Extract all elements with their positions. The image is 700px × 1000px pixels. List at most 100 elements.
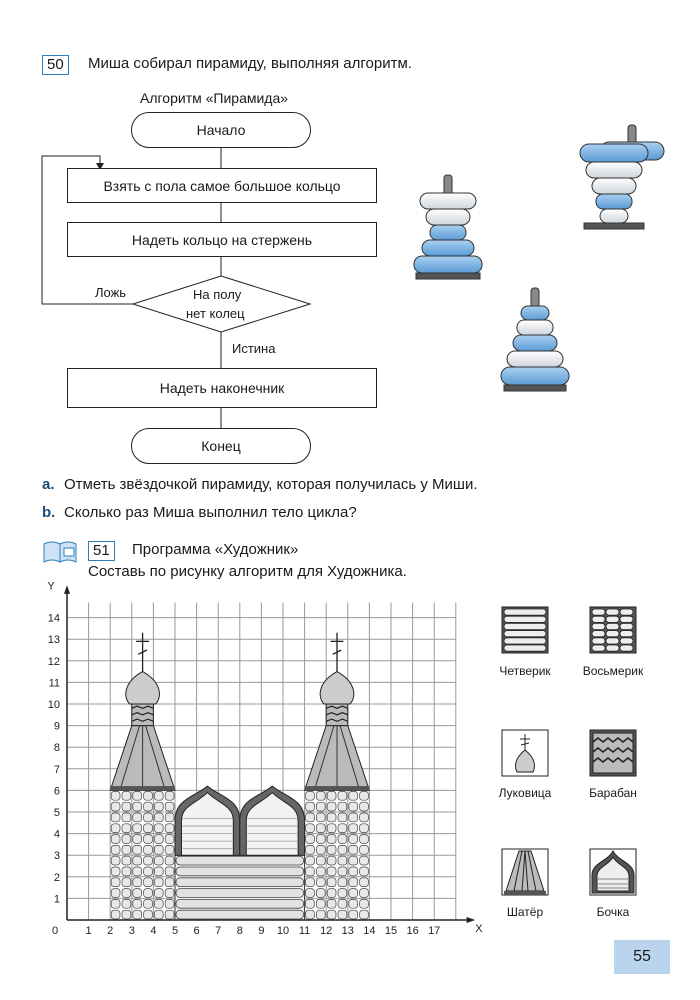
- log: [359, 812, 369, 823]
- legend-log: [591, 637, 606, 645]
- legend-shatyor-shape: [501, 848, 549, 896]
- shatyor-line: [313, 725, 335, 791]
- log: [305, 834, 315, 844]
- log: [359, 801, 369, 812]
- log: [143, 812, 153, 823]
- log: [348, 823, 358, 833]
- legend-log: [503, 622, 547, 630]
- legend-log: [619, 637, 634, 645]
- log: [337, 909, 348, 920]
- log: [110, 866, 121, 877]
- question-a: Отметь звёздочкой пирамиду, которая полу…: [64, 476, 478, 493]
- log: [175, 877, 304, 887]
- log: [154, 909, 164, 920]
- x-tick-label: 16: [406, 925, 418, 937]
- log: [305, 877, 315, 887]
- legend-log: [619, 608, 634, 616]
- flowchart-true-label: Истина: [232, 341, 276, 356]
- legend-vosmerik-shape: [589, 606, 637, 654]
- log: [326, 899, 337, 909]
- x-axis-label: X: [475, 923, 483, 935]
- log: [359, 845, 369, 855]
- legend-log: [591, 608, 606, 616]
- x-axis-arrow: [466, 917, 476, 923]
- log: [326, 823, 337, 833]
- legend-label-lukovitsa: Луковица: [498, 786, 552, 800]
- legend-log: [591, 615, 606, 623]
- shatyor-base: [304, 786, 370, 791]
- log: [359, 877, 369, 887]
- legend-lukovitsa-shape: [501, 729, 549, 777]
- task51-title: Программа «Художник»: [132, 541, 299, 558]
- bochka-inner: [180, 791, 234, 856]
- log: [143, 801, 153, 812]
- legend-log: [605, 608, 620, 616]
- log: [337, 812, 348, 823]
- log: [110, 845, 121, 855]
- log: [132, 899, 142, 909]
- legend-log: [591, 622, 606, 630]
- log: [359, 909, 369, 920]
- legend-label-chetverik: Четверик: [499, 664, 551, 678]
- log: [326, 801, 337, 812]
- log: [121, 812, 132, 823]
- log: [121, 866, 132, 877]
- log: [359, 834, 369, 844]
- flowchart-condition-line1: На полу: [193, 287, 242, 302]
- log: [348, 877, 358, 887]
- log: [132, 823, 142, 833]
- log: [337, 791, 348, 801]
- log: [337, 834, 348, 844]
- log: [175, 909, 304, 920]
- log: [121, 909, 132, 920]
- log: [175, 888, 304, 898]
- task51-statement: Составь по рисунку алгоритм для Художник…: [88, 563, 407, 580]
- y-tick-label: 13: [48, 634, 60, 646]
- x-tick-label: 6: [194, 925, 200, 937]
- x-tick-label: 5: [172, 925, 178, 937]
- y-tick-label: 5: [54, 807, 60, 819]
- computer-task-icon: [43, 541, 77, 563]
- log: [348, 866, 358, 877]
- legend-baraban-shape: [589, 729, 637, 777]
- log: [154, 791, 164, 801]
- cross-slant: [332, 649, 342, 655]
- log: [121, 823, 132, 833]
- log: [305, 899, 315, 909]
- pyramid-figures: [413, 124, 665, 392]
- algorithm-title: Алгоритм «Пирамида»: [140, 90, 289, 106]
- x-tick-label: 15: [385, 925, 397, 937]
- log: [164, 823, 175, 833]
- y-tick-label: 3: [54, 850, 60, 862]
- shatyor-line: [119, 725, 141, 791]
- log: [154, 801, 164, 812]
- log: [175, 866, 304, 877]
- log: [326, 791, 337, 801]
- y-tick-label: 2: [54, 872, 60, 884]
- log: [164, 909, 175, 920]
- legend-log: [619, 630, 634, 638]
- log: [110, 801, 121, 812]
- log: [110, 899, 121, 909]
- log: [359, 866, 369, 877]
- pyramid-1: [413, 174, 483, 280]
- legend-log: [605, 644, 620, 652]
- log: [121, 877, 132, 887]
- log: [143, 866, 153, 877]
- log: [305, 845, 315, 855]
- log: [326, 845, 337, 855]
- log: [121, 834, 132, 844]
- x-tick-label: 17: [428, 925, 440, 937]
- log: [305, 812, 315, 823]
- log: [110, 812, 121, 823]
- log: [359, 888, 369, 898]
- log: [143, 845, 153, 855]
- log: [121, 888, 132, 898]
- x-tick-label: 7: [215, 925, 221, 937]
- baraban-zigzag: [131, 705, 154, 709]
- log: [326, 877, 337, 887]
- x-tick-label: 8: [237, 925, 243, 937]
- y-tick-label: 14: [48, 613, 60, 625]
- flowchart-step-take-ring: Взять с пола самое большое кольцо: [67, 168, 377, 203]
- shatyor-line: [145, 725, 166, 791]
